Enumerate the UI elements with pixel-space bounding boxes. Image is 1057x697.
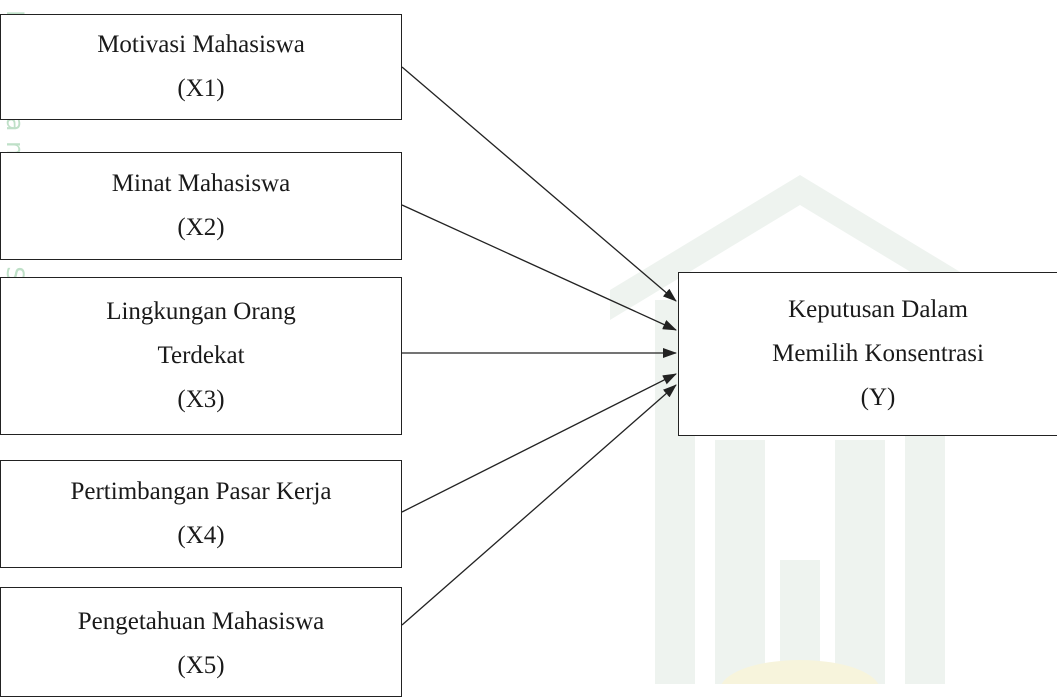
node-x2-line-1: Minat Mahasiswa [111, 170, 291, 197]
node-y-line-3: (Y) [860, 384, 896, 411]
node-x1-line-1: Motivasi Mahasiswa [97, 31, 305, 58]
node-x3-line-1: Lingkungan Orang [106, 298, 296, 325]
node-lingkungan-orang-terdekat: Lingkungan Orang Terdekat (X3) [0, 277, 402, 435]
node-minat-mahasiswa: Minat Mahasiswa (X2) [0, 152, 402, 260]
node-x3-line-2: Terdekat [157, 342, 245, 369]
arrow-x4-to-y [401, 373, 677, 513]
node-pengetahuan-mahasiswa: Pengetahuan Mahasiswa (X5) [0, 587, 402, 697]
arrow-x2-to-y [401, 204, 677, 331]
node-y-line-1: Keputusan Dalam [788, 296, 968, 323]
node-x5-line-1: Pengetahuan Mahasiswa [77, 608, 325, 635]
node-x5-line-2: (X5) [177, 652, 225, 679]
node-pertimbangan-pasar-kerja: Pertimbangan Pasar Kerja (X4) [0, 460, 402, 568]
node-keputusan-memilih-konsentrasi: Keputusan Dalam Memilih Konsentrasi (Y) [678, 272, 1057, 436]
node-x4-line-1: Pertimbangan Pasar Kerja [70, 478, 332, 505]
node-x4-line-2: (X4) [177, 522, 225, 549]
node-x1-line-2: (X1) [177, 75, 225, 102]
arrow-x1-to-y [401, 66, 677, 302]
node-y-line-2: Memilih Konsentrasi [772, 340, 984, 367]
node-x2-line-2: (X2) [177, 214, 225, 241]
arrow-x5-to-y [401, 384, 677, 626]
node-x3-line-3: (X3) [177, 386, 225, 413]
node-motivasi-mahasiswa: Motivasi Mahasiswa (X1) [0, 14, 402, 120]
